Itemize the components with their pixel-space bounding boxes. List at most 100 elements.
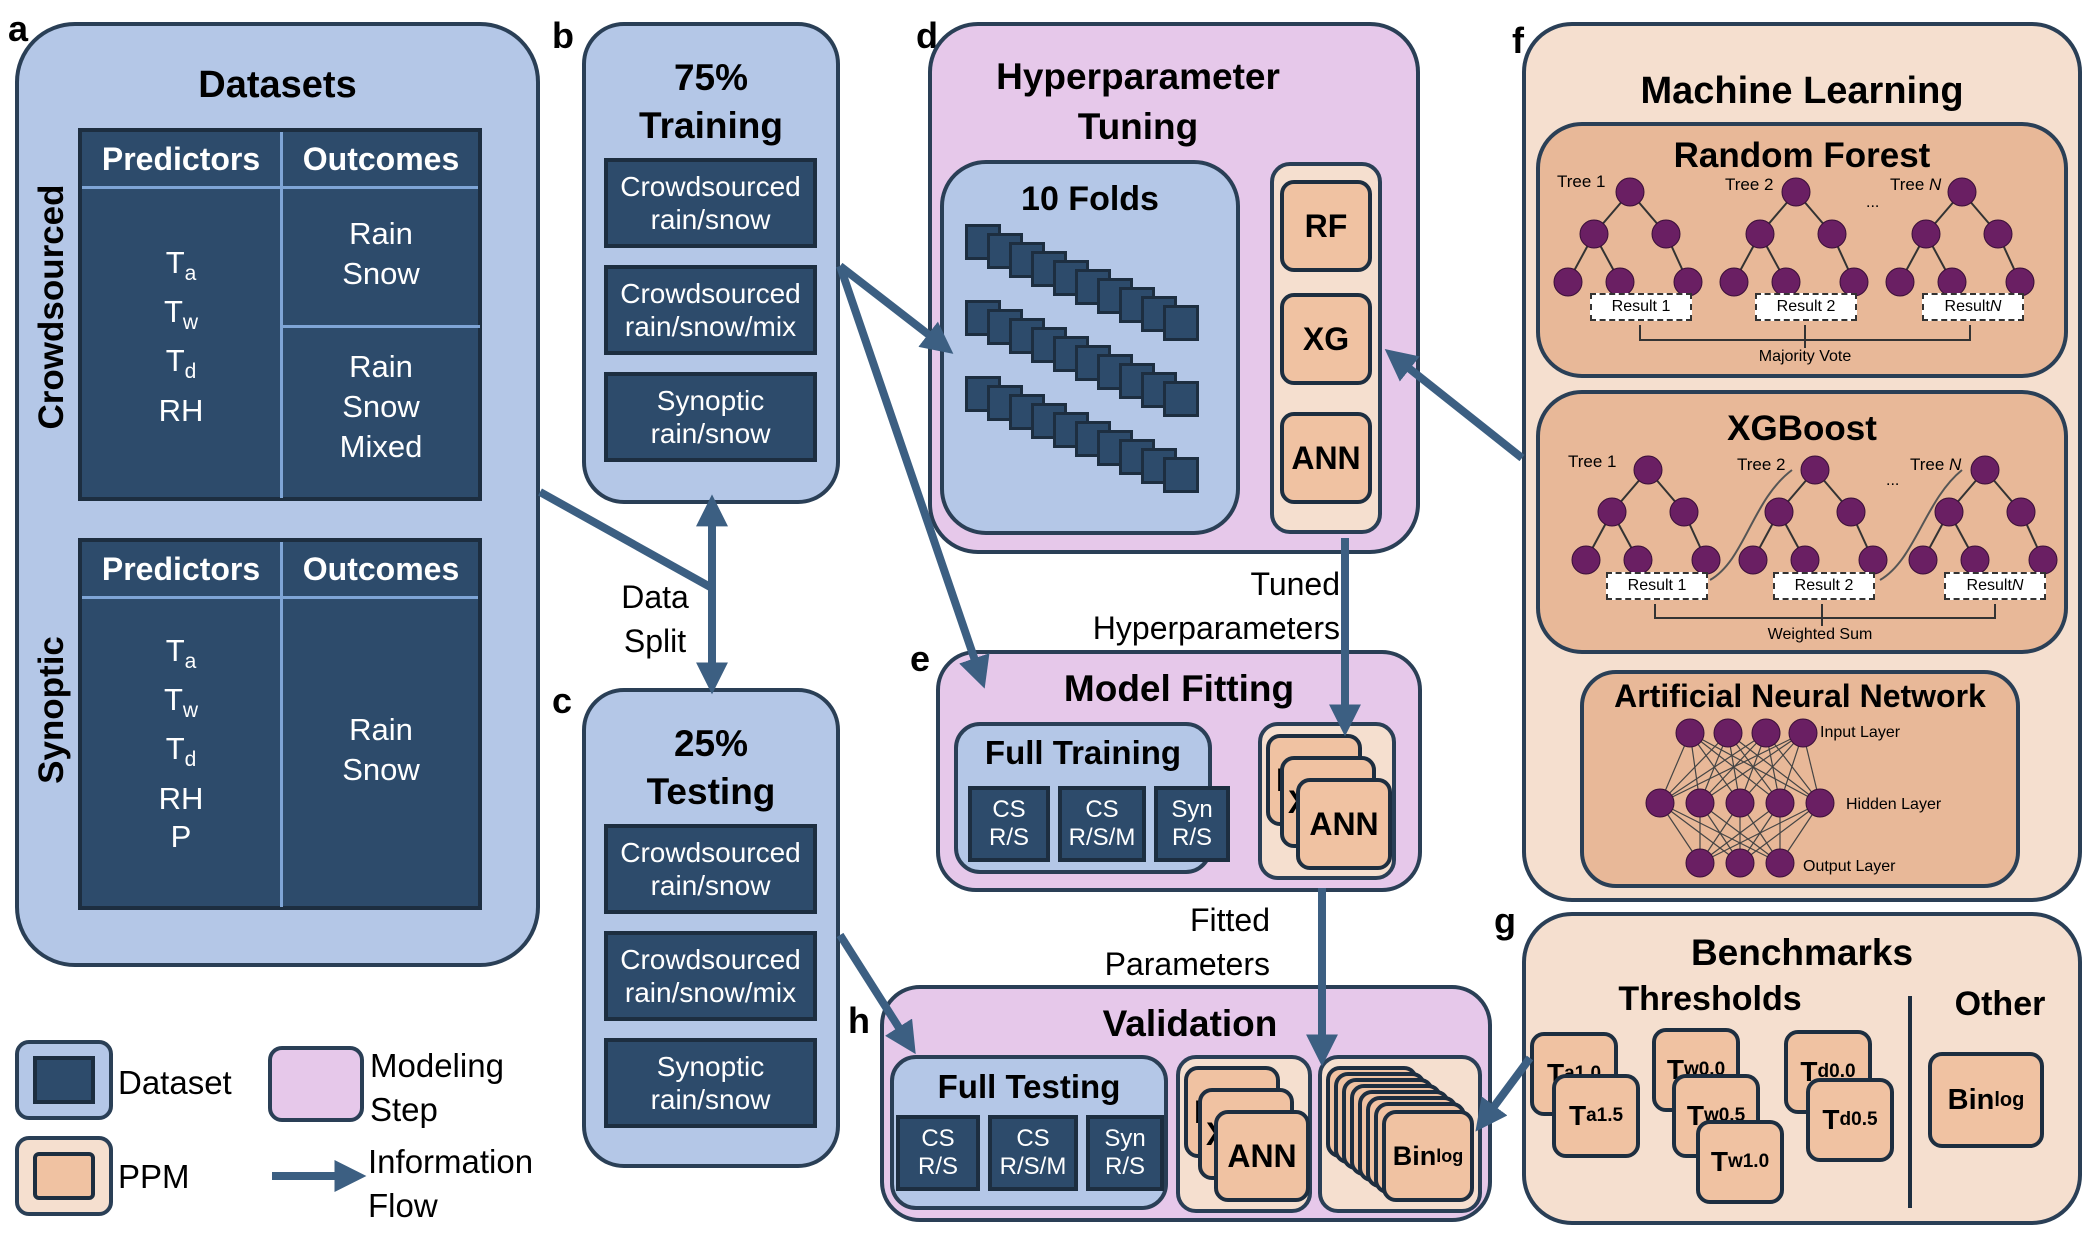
- xgb-tree-n-node: [1908, 545, 1938, 575]
- ann-node: [1725, 848, 1755, 878]
- training-to-tuning-arrow: [837, 262, 954, 354]
- cs-predictor-subscript: d: [184, 360, 197, 384]
- fitted-parameters-label: Fitted Parameters: [1104, 902, 1270, 982]
- ann-hidden-layer-label: Hidden Layer: [1846, 796, 1942, 813]
- benchmark-td0-5-main: T: [1822, 1104, 1840, 1135]
- syn-predictor-3: RH: [82, 780, 280, 818]
- random-forest-title: Random Forest: [1673, 136, 1931, 175]
- syn-predictor-symbol: T: [165, 633, 185, 668]
- xgb-tree-n-node: [1970, 455, 2000, 485]
- ann-node: [1675, 718, 1705, 748]
- ann-edge: [1659, 732, 1729, 804]
- legend-modeling-step-swatch: [268, 1046, 364, 1122]
- syn-predictor-2: Td: [82, 730, 280, 779]
- fold-square: [1163, 305, 1199, 341]
- validation-bin-main: Bin: [1392, 1140, 1437, 1171]
- syn-predictor-symbol: T: [165, 731, 185, 767]
- cs-predictor-2: Td: [82, 342, 280, 391]
- syn-predictor-0: Ta: [82, 632, 280, 681]
- tuning-model-xg: XG: [1280, 293, 1372, 385]
- cs-predictors-header: Predictors: [101, 140, 261, 177]
- syn-column-divider: [280, 542, 283, 907]
- ann-edge: [1699, 802, 1821, 864]
- panel-letter-f: f: [1512, 20, 1524, 61]
- legend-ppm-swatch: [15, 1136, 113, 1216]
- machine-learning-title: Machine Learning: [1640, 70, 1964, 112]
- validation-stack-ann: ANN: [1214, 1110, 1310, 1202]
- ann-node: [1765, 788, 1795, 818]
- fold-square: [1163, 457, 1199, 493]
- xgb-tree-1-node: [1669, 497, 1699, 527]
- ann-edge: [1689, 732, 1821, 804]
- cs-column-divider: [280, 132, 283, 498]
- rf-tree-1-node: [1651, 219, 1681, 249]
- rf-tree-2-node: [1781, 177, 1811, 207]
- rf-result-n-italic: N: [1989, 298, 2002, 315]
- ann-node: [1645, 788, 1675, 818]
- panel-letter-e: e: [910, 638, 931, 679]
- rf-tree-2-node: [1817, 219, 1847, 249]
- cs-predictor-subscript: w: [182, 311, 199, 335]
- ann-title: Artificial Neural Network: [1614, 678, 1986, 714]
- testing-title: 25% Testing: [646, 723, 776, 812]
- xgb-tree-n-node: [1934, 497, 1964, 527]
- random-forest-box: [1536, 122, 2068, 378]
- ann-edge: [1739, 732, 1804, 804]
- xgb-tree-2-node: [1738, 545, 1768, 575]
- benchmark-bin-main: Bin: [1947, 1083, 1995, 1116]
- tuning-model-rf: RF: [1280, 180, 1372, 272]
- testing-to-validation-arrow: [836, 932, 916, 1055]
- rf-tree-n-label: Tree N: [1890, 175, 1941, 195]
- ann-edge: [1699, 732, 1804, 804]
- rf-tree-1-node: [1553, 267, 1583, 297]
- xgb-tree-1-node: [1633, 455, 1663, 485]
- full-testing-title: Full Testing: [937, 1068, 1121, 1105]
- rf-tree-1-node: [1579, 219, 1609, 249]
- syn-outcomes: Rain Snow: [342, 712, 420, 787]
- rf-bracket: [1639, 325, 1971, 348]
- legend-dataset-label: Dataset: [118, 1064, 232, 1101]
- fitting-set-syn-rs: Syn R/S: [1154, 786, 1230, 862]
- xgb-tree-2-node: [1800, 455, 1830, 485]
- benchmarks-divider: [1908, 996, 1912, 1208]
- xgb-result-2-text: Result 2: [1794, 577, 1854, 594]
- ann-node: [1685, 848, 1715, 878]
- rf-tree-2-label: Tree 2: [1725, 175, 1774, 195]
- ann-edge: [1699, 802, 1781, 864]
- fitting-set-cs-rsm: CS R/S/M: [1058, 786, 1146, 862]
- fold-square: [1163, 381, 1199, 417]
- xgb-curve-1: [1709, 469, 1793, 581]
- testing-item-3: Synoptic rain/snow: [604, 1038, 817, 1128]
- xgb-curve-2: [1879, 469, 1963, 581]
- syn-predictor-4: P: [82, 818, 280, 856]
- panel-letter-g: g: [1494, 900, 1516, 941]
- rf-tree-n-text: Tree: [1890, 175, 1930, 194]
- data-split-label: Data Split: [621, 579, 689, 659]
- ann-node: [1685, 788, 1715, 818]
- rf-result-2-text: Result 2: [1776, 298, 1836, 315]
- ann-edge: [1739, 802, 1821, 864]
- benchmark-td0-5-sub: d0.5: [1839, 1109, 1878, 1130]
- training-item-1: Crowdsourced rain/snow: [604, 158, 817, 248]
- xgb-tree-n-italic: N: [1949, 455, 1962, 474]
- cs-outcomes-1: Rain Snow: [342, 216, 420, 291]
- ann-box: [1580, 670, 2020, 888]
- validation-bin-sub: log: [1436, 1145, 1464, 1166]
- validation-set-cs-rsm: CS R/S/M: [988, 1115, 1078, 1191]
- ann-node: [1725, 788, 1755, 818]
- full-training-title: Full Training: [984, 734, 1182, 771]
- syn-predictor-symbol: T: [163, 682, 183, 718]
- xgb-weighted-sum: Weighted Sum: [1767, 626, 1873, 643]
- xgb-result-n-italic: N: [2011, 577, 2024, 594]
- legend-ppm-inner: [33, 1152, 95, 1200]
- xgb-tree-n-label: Tree N: [1910, 455, 1961, 475]
- xgboost-title: XGBoost: [1727, 409, 1877, 448]
- xgb-tree-1-text: Tree 1: [1568, 452, 1617, 471]
